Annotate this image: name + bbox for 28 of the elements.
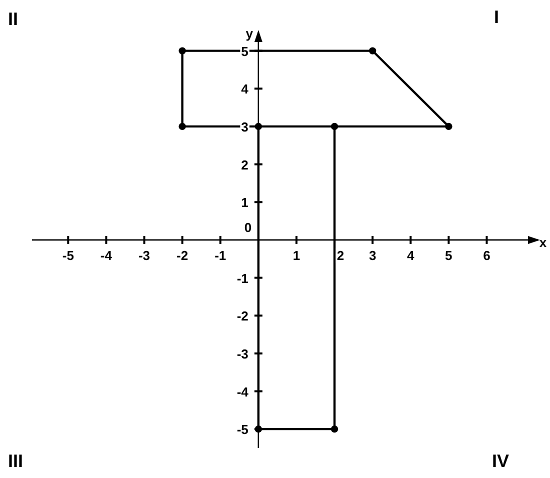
tick-label: 5 [241,44,248,59]
quadrant-label: III [8,452,24,470]
tick-label: 2 [241,157,248,172]
axis-label: x [539,234,547,250]
tick-label: 4 [407,248,414,263]
tick-label: -4 [236,384,248,400]
tick-label: -3 [236,346,248,362]
tick-label: -2 [176,248,188,263]
tick-label: 2 [336,248,344,263]
tick-label: 1 [241,195,248,210]
tick-label: 6 [483,248,490,263]
quadrant-label: I [494,8,500,26]
tick-label: -3 [138,248,150,263]
tick-label: 5 [445,248,452,263]
axis-label: y [246,26,254,41]
tick-label: 4 [241,82,248,97]
tick-label: 3 [368,248,376,263]
origin-label: 0 [244,220,252,234]
tick-label: -5 [62,248,74,263]
quadrant-label: IV [492,452,510,470]
tick-label: -1 [214,248,226,263]
tick-label: 3 [241,119,248,134]
quadrant-label: II [8,10,18,28]
tick-label: -5 [236,422,248,438]
tick-label: 1 [292,248,300,263]
tick-label: -4 [100,248,112,263]
tick-label: -1 [236,270,248,286]
tick-label: -2 [236,308,248,324]
